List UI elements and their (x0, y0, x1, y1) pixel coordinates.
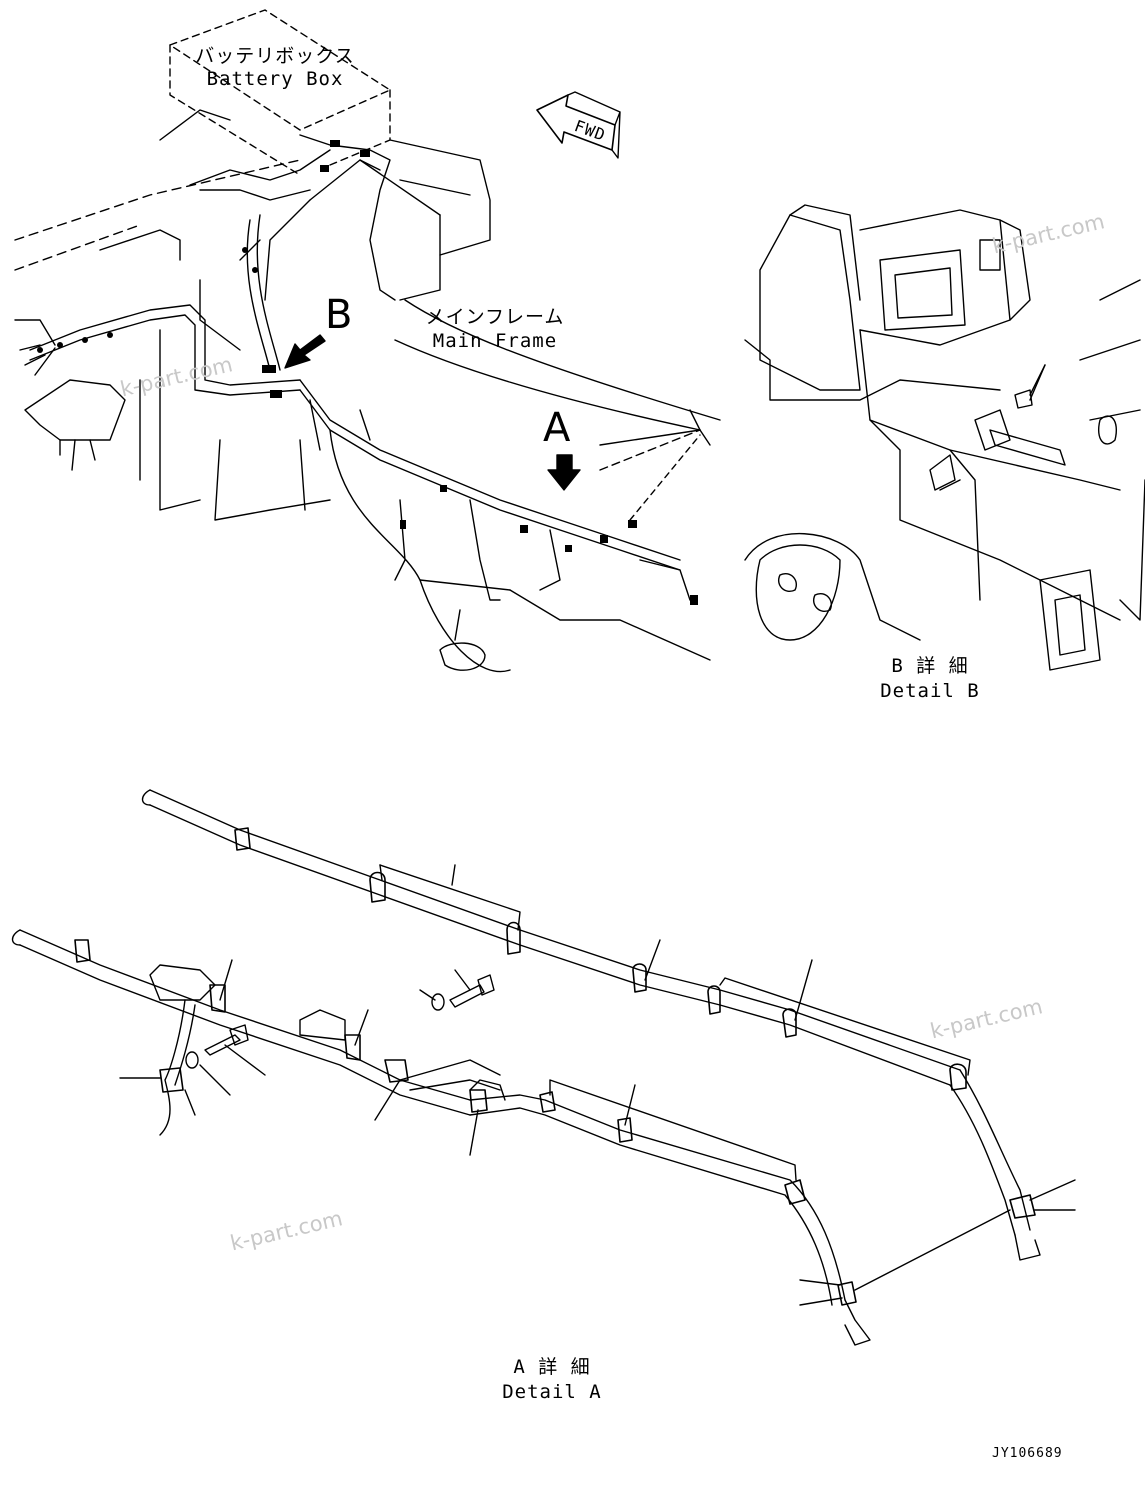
arrow-a-indicator (547, 454, 581, 491)
detail-a-leaders (119, 364, 1076, 1306)
fwd-arrow (536, 91, 621, 159)
detail-a-label-en: Detail A (502, 1381, 602, 1403)
battery-box-label-en: Battery Box (206, 68, 344, 90)
main-harness (19, 134, 691, 601)
view-b-letter: B (325, 292, 353, 338)
detail-a-clamps (74, 827, 1036, 1306)
detail-b-label-jp: B 詳 細 (891, 655, 969, 677)
detail-a-bolts (185, 974, 495, 1069)
harness-connectors (37, 140, 698, 605)
main-frame-label-en: Main Frame (432, 330, 558, 352)
view-a-letter: A (543, 405, 571, 451)
arrow-b-indicator (284, 334, 326, 369)
main-frame-label-jp: メインフレーム (425, 306, 565, 328)
detail-a-upper-harness (141, 789, 1031, 1236)
main-frame-structure (14, 109, 721, 673)
detail-a-label-jp: A 詳 細 (513, 1356, 591, 1378)
document-id: JY106689 (992, 1446, 1063, 1461)
detail-b-drawing (744, 204, 1145, 671)
detail-b-label-en: Detail B (880, 680, 980, 702)
battery-box-label-jp: バッテリボックス (195, 45, 355, 67)
detail-a-lower-harness (11, 929, 1041, 1346)
battery-box-outline (169, 9, 391, 176)
